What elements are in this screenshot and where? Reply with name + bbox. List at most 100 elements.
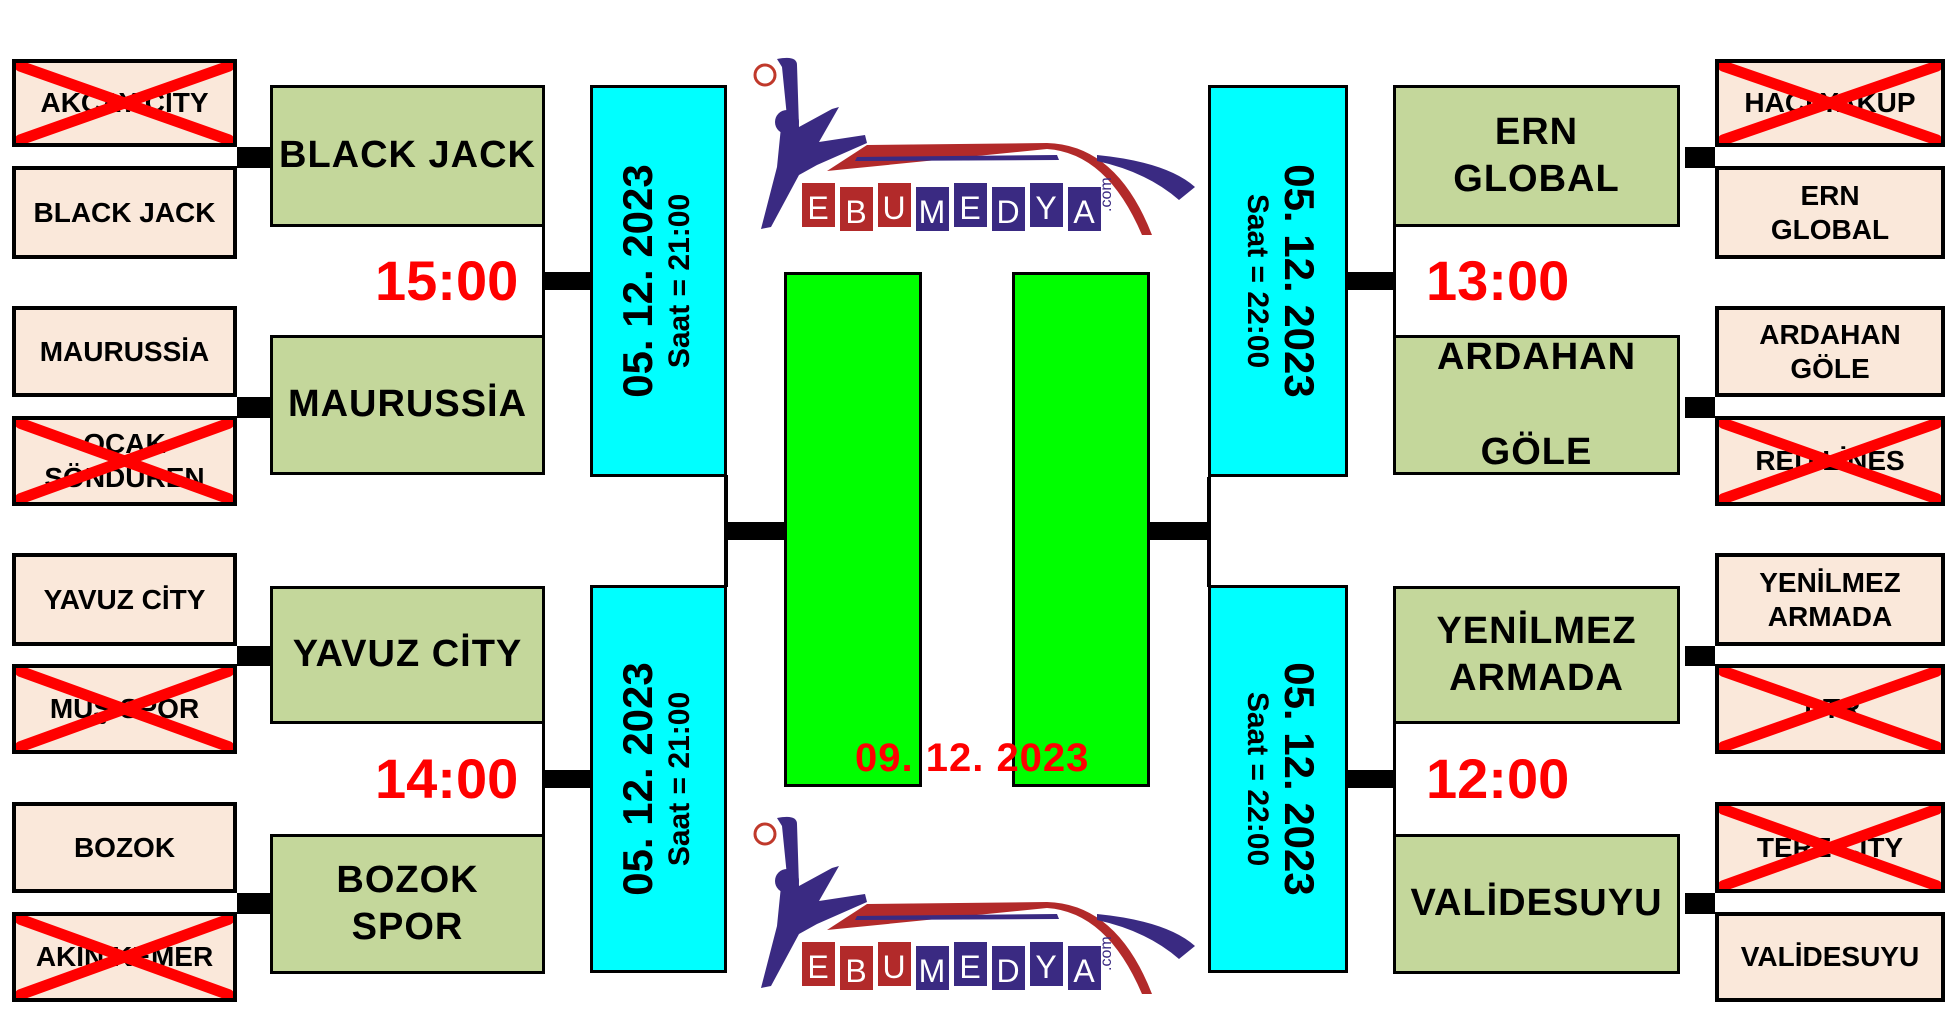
right-match-time: 13:00: [1426, 249, 1570, 312]
semifinal-time: Saat = 21:00: [662, 691, 696, 867]
left-round1-team[interactable]: MUŞ SPOR: [12, 664, 237, 754]
left-round2-team[interactable]: BLACK JACK: [270, 85, 545, 227]
right-bracket-line: [1348, 272, 1393, 290]
team-name: BLACK JACK: [33, 196, 216, 228]
svg-text:A: A: [1073, 953, 1095, 989]
team-name: YAVUZ CİTY: [292, 633, 523, 676]
left-round2-team[interactable]: MAURUSSİA: [270, 335, 545, 475]
left-bracket-line: [545, 770, 590, 788]
svg-text:U: U: [882, 190, 905, 226]
right-round1-team[interactable]: ARDAHAN GÖLE: [1715, 306, 1945, 397]
right-round2-team[interactable]: YENİLMEZ ARMADA: [1393, 586, 1680, 724]
svg-text:B: B: [845, 194, 866, 230]
left-match-connector: [237, 147, 270, 168]
right-match-connector: [1685, 147, 1715, 168]
right-bracket-line: [1348, 770, 1393, 788]
left-round2-team[interactable]: YAVUZ CİTY: [270, 586, 545, 724]
team-name: 1 TR: [1799, 693, 1861, 725]
left-bracket-line: [545, 272, 590, 290]
final-box-left: [784, 272, 922, 787]
left-match-connector: [237, 397, 270, 418]
final-box-right: [1012, 272, 1150, 787]
right-match-connector: [1685, 893, 1715, 914]
left-round1-team[interactable]: BOZOK: [12, 802, 237, 893]
right-match-connector: [1685, 646, 1715, 666]
semifinal-date: 05. 12. 2023: [1276, 662, 1323, 896]
team-name: MUŞ SPOR: [49, 693, 200, 725]
right-match-time: 12:00: [1426, 747, 1570, 810]
semifinal-date: 05. 12. 2023: [613, 164, 661, 398]
left-match-time: 15:00: [375, 249, 519, 312]
svg-text:A: A: [1073, 194, 1095, 230]
left-round1-team[interactable]: MAURUSSİA: [12, 306, 237, 397]
left-round1-team[interactable]: AKCAY CİTY: [12, 59, 237, 147]
team-name: HACI YAKUP: [1744, 87, 1916, 119]
left-semi-connector: [724, 522, 786, 540]
logo-suffix: .com: [1098, 177, 1115, 212]
svg-text:Y: Y: [1035, 949, 1056, 985]
right-round1-team[interactable]: TERE CİTY: [1715, 802, 1945, 893]
svg-text:M: M: [919, 194, 946, 230]
semifinal-date: 05. 12. 2023: [613, 662, 661, 896]
team-name: ARDAHAN GÖLE: [1759, 318, 1901, 384]
team-name: AKIN KEMER: [35, 941, 214, 973]
right-round1-team[interactable]: VALİDESUYU: [1715, 912, 1945, 1002]
right-round1-team[interactable]: HACI YAKUP: [1715, 59, 1945, 147]
svg-text:M: M: [919, 953, 946, 989]
svg-text:E: E: [959, 190, 980, 226]
right-round1-team[interactable]: RED LİNES: [1715, 416, 1945, 506]
logo-suffix: .com: [1098, 936, 1115, 971]
left-round1-team[interactable]: OCAK SÖNDÜREN: [12, 416, 237, 506]
svg-text:E: E: [807, 949, 828, 985]
svg-text:D: D: [996, 953, 1019, 989]
right-round2-team[interactable]: VALİDESUYU: [1393, 834, 1680, 974]
team-name: MAURUSSİA: [39, 335, 210, 367]
team-name: BOZOK SPOR: [336, 858, 479, 949]
left-round1-team[interactable]: AKIN KEMER: [12, 912, 237, 1002]
left-match-connector: [237, 893, 270, 914]
semifinal-time: Saat = 22:00: [1241, 691, 1274, 867]
right-round1-team[interactable]: YENİLMEZ ARMADA: [1715, 553, 1945, 646]
semifinal-time: Saat = 22:00: [1241, 193, 1274, 369]
left-round1-team[interactable]: YAVUZ CİTY: [12, 553, 237, 646]
semifinal-date: 05. 12. 2023: [1276, 164, 1323, 398]
team-name: RED LİNES: [1755, 445, 1905, 477]
svg-text:U: U: [882, 949, 905, 985]
semifinal-time: Saat = 21:00: [662, 193, 696, 369]
right-round2-team[interactable]: ARDAHAN GÖLE: [1393, 335, 1680, 475]
left-bracket-line: [542, 724, 545, 834]
left-round2-team[interactable]: BOZOK SPOR: [270, 834, 545, 974]
team-name: VALİDESUYU: [1410, 882, 1663, 925]
svg-text:B: B: [845, 953, 866, 989]
right-round2-team[interactable]: ERN GLOBAL: [1393, 85, 1680, 227]
team-name: BLACK JACK: [279, 134, 536, 177]
team-name: ERN GLOBAL: [1770, 179, 1890, 245]
right-round1-team[interactable]: ERN GLOBAL: [1715, 166, 1945, 259]
right-bracket-line: [1393, 724, 1396, 834]
left-match-connector: [237, 646, 270, 666]
final-date: 09. 12. 2023: [855, 736, 1090, 780]
right-bracket-line: [1393, 227, 1396, 335]
svg-text:E: E: [959, 949, 980, 985]
team-name: BOZOK: [73, 831, 176, 863]
left-round1-team[interactable]: BLACK JACK: [12, 166, 237, 259]
team-name: TERE CİTY: [1756, 831, 1904, 863]
svg-text:D: D: [996, 194, 1019, 230]
team-name: YENİLMEZ ARMADA: [1759, 566, 1901, 632]
right-match-connector: [1685, 397, 1715, 418]
right-round1-team[interactable]: 1 TR: [1715, 664, 1945, 754]
right-semi-connector: [1149, 522, 1209, 540]
team-name: MAURUSSİA: [287, 383, 528, 426]
